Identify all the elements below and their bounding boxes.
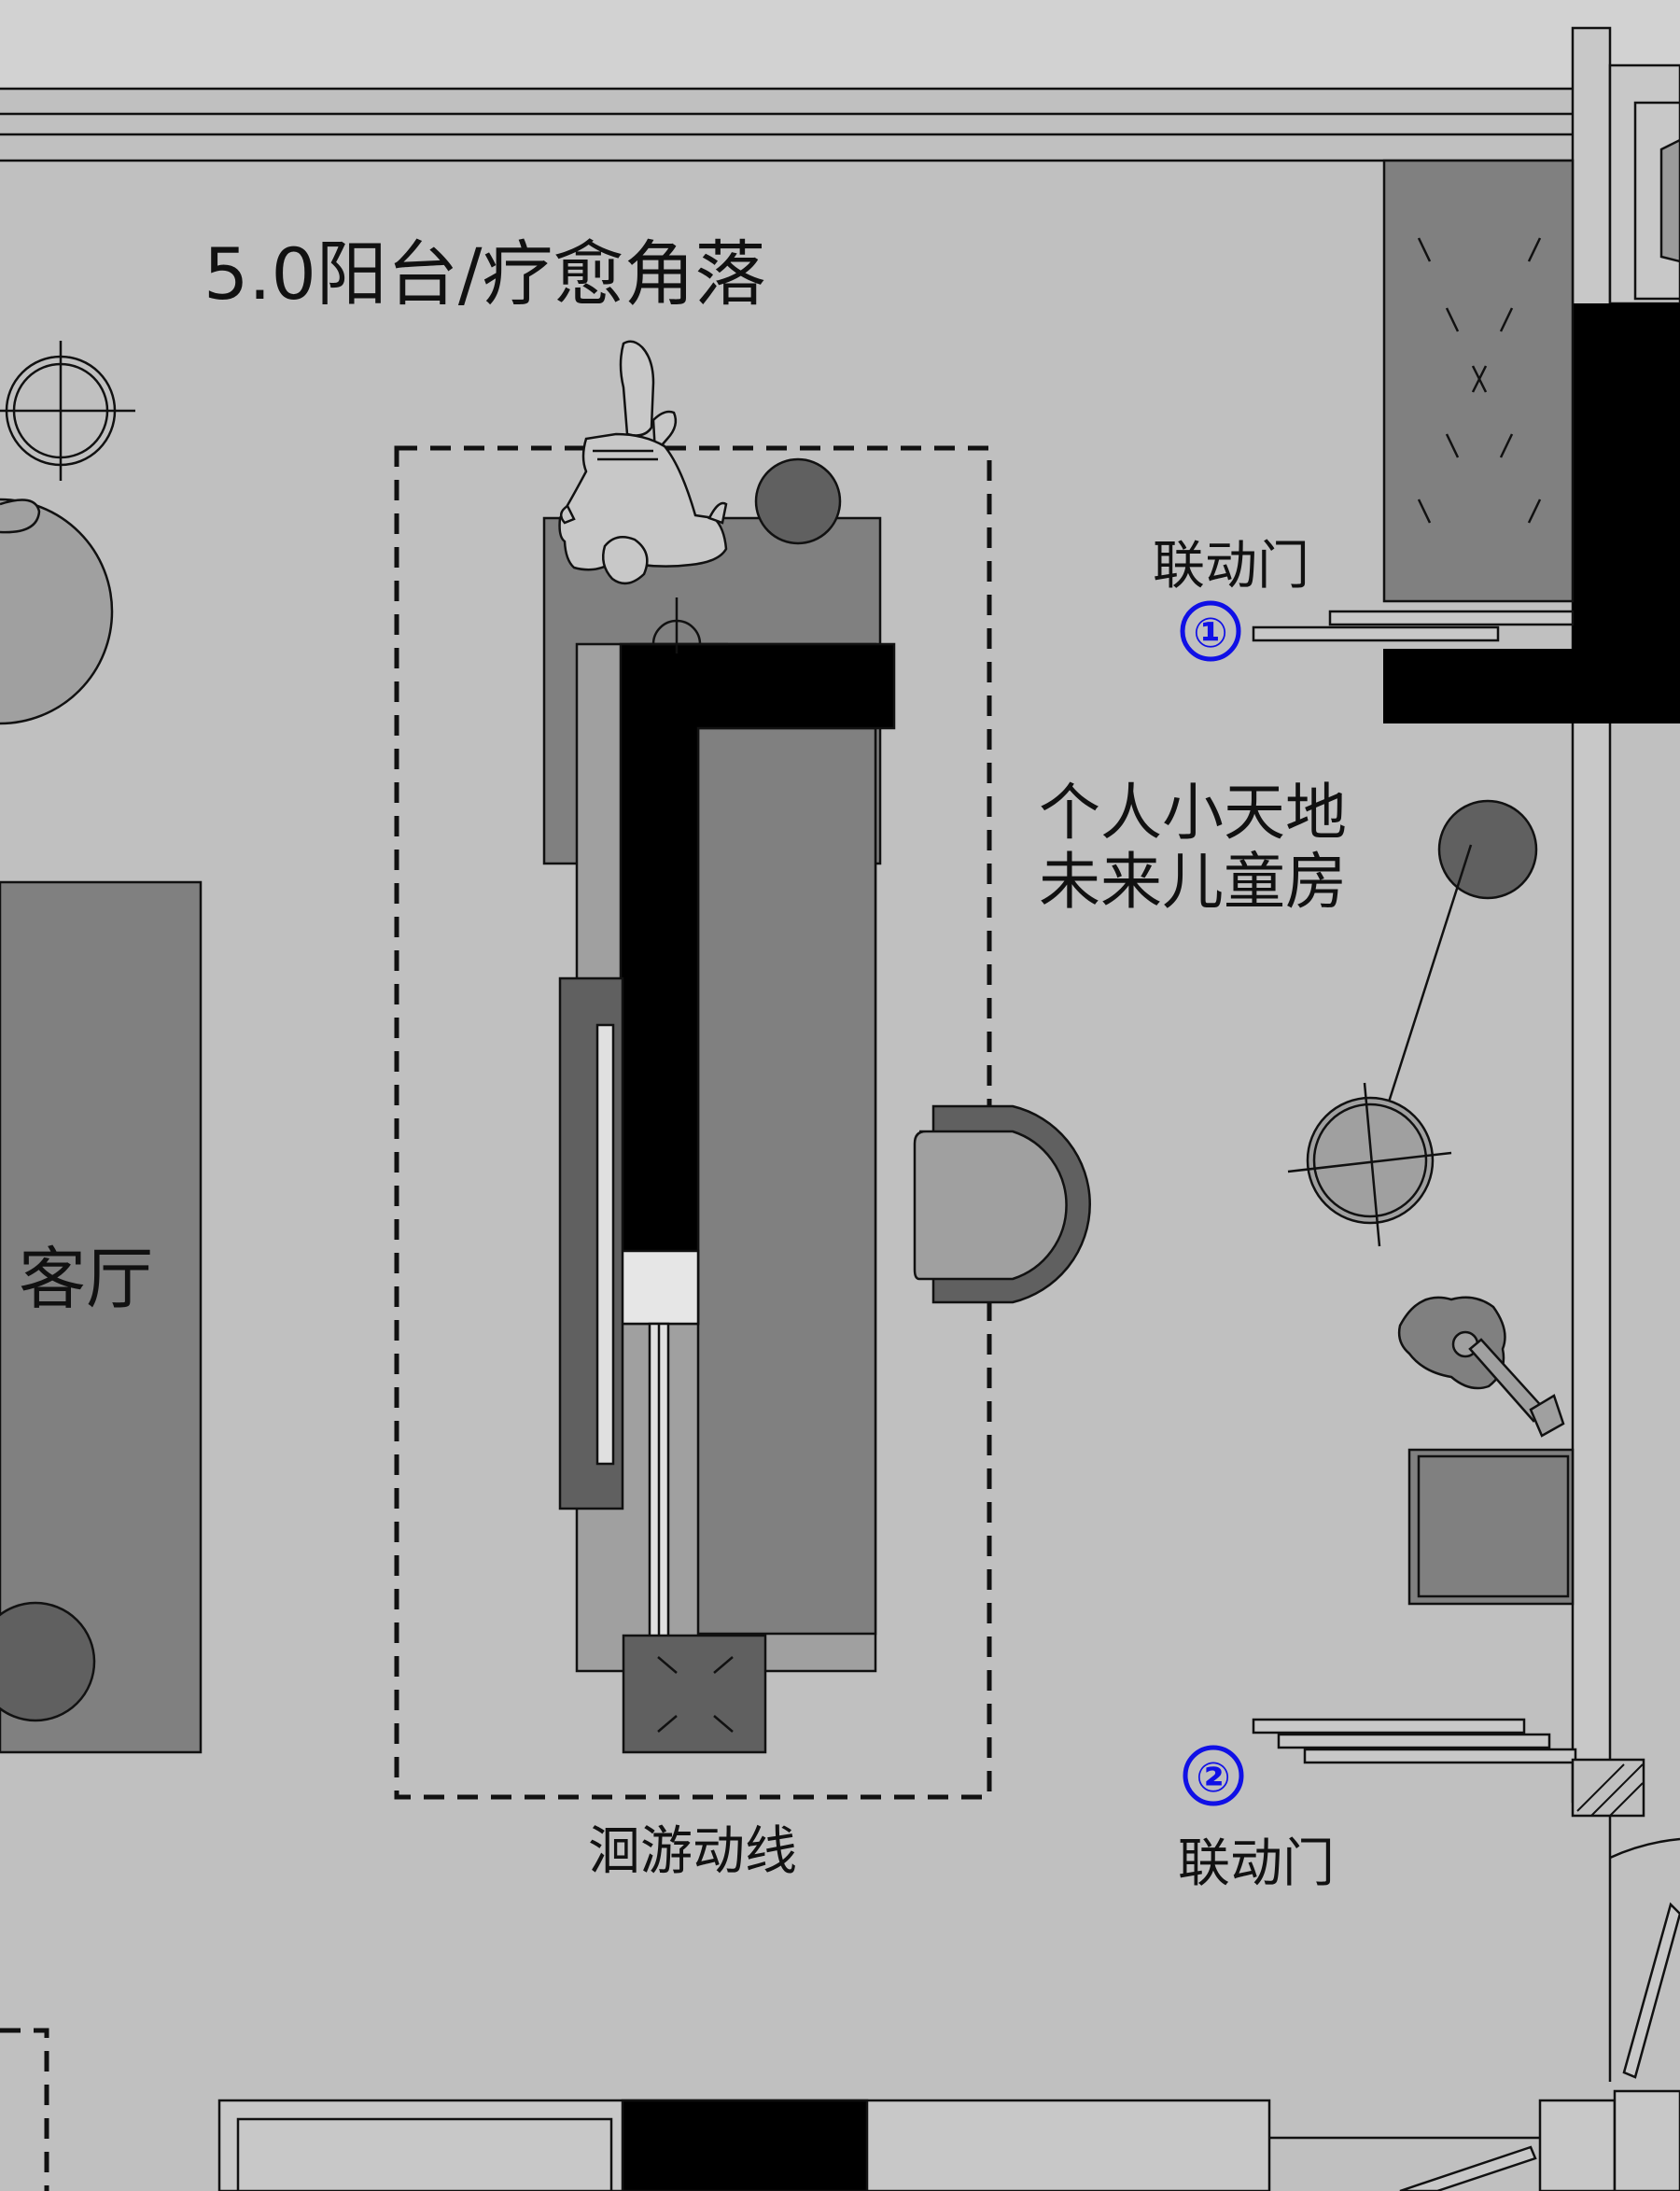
- linked-door-2-label: 联动门: [1178, 1833, 1335, 1894]
- linked-door-1-label: 联动门: [1153, 536, 1309, 597]
- linked-door-2: [1252, 1718, 1577, 1764]
- nightstand: [1407, 1448, 1575, 1606]
- svg-text:①: ①: [1193, 610, 1227, 657]
- lounge-chair: [913, 1104, 1091, 1304]
- armchair-arm: [0, 499, 41, 534]
- floor-lamp-right: [1287, 1082, 1452, 1247]
- pendant-light: [1437, 799, 1538, 900]
- exterior-top: [0, 0, 1680, 89]
- door-1-marker: ①: [1180, 600, 1241, 662]
- guitar: [1397, 1296, 1565, 1438]
- linked-door-1: [1252, 610, 1575, 642]
- armchair: [0, 498, 114, 725]
- dashed-corner: [0, 2028, 49, 2191]
- wall-column: [1383, 303, 1680, 723]
- loop-path-label: 洄游动线: [588, 1821, 797, 1882]
- desk-lamp: [630, 597, 728, 653]
- personal-space-label-line1: 个人小天地: [1039, 777, 1347, 849]
- right-wall: [1571, 26, 1680, 1804]
- storage-cabinet: [1382, 159, 1575, 603]
- hatch-lines: [1576, 1763, 1644, 1817]
- wall-hatch: [1571, 1758, 1645, 1818]
- living-room-label: 客厅: [19, 1240, 153, 1318]
- svg-text:②: ②: [1196, 1754, 1230, 1802]
- bottom-wall: [217, 2089, 1680, 2191]
- reading-desk: [542, 516, 896, 1754]
- desk-pendant: [754, 457, 842, 545]
- floor-lamp-left: [0, 341, 135, 481]
- loop-path-boundary: [394, 445, 992, 1800]
- personal-space-label-line2: 未来儿童房: [1039, 846, 1347, 918]
- side-table: [0, 1601, 96, 1722]
- entry-door: [1608, 1816, 1680, 2082]
- balcony-zone-label: 5.0阳台/疗愈角落: [203, 232, 765, 316]
- person-figure: [558, 340, 728, 585]
- balcony-railing: [0, 87, 1577, 162]
- door-2-marker: ②: [1183, 1745, 1244, 1806]
